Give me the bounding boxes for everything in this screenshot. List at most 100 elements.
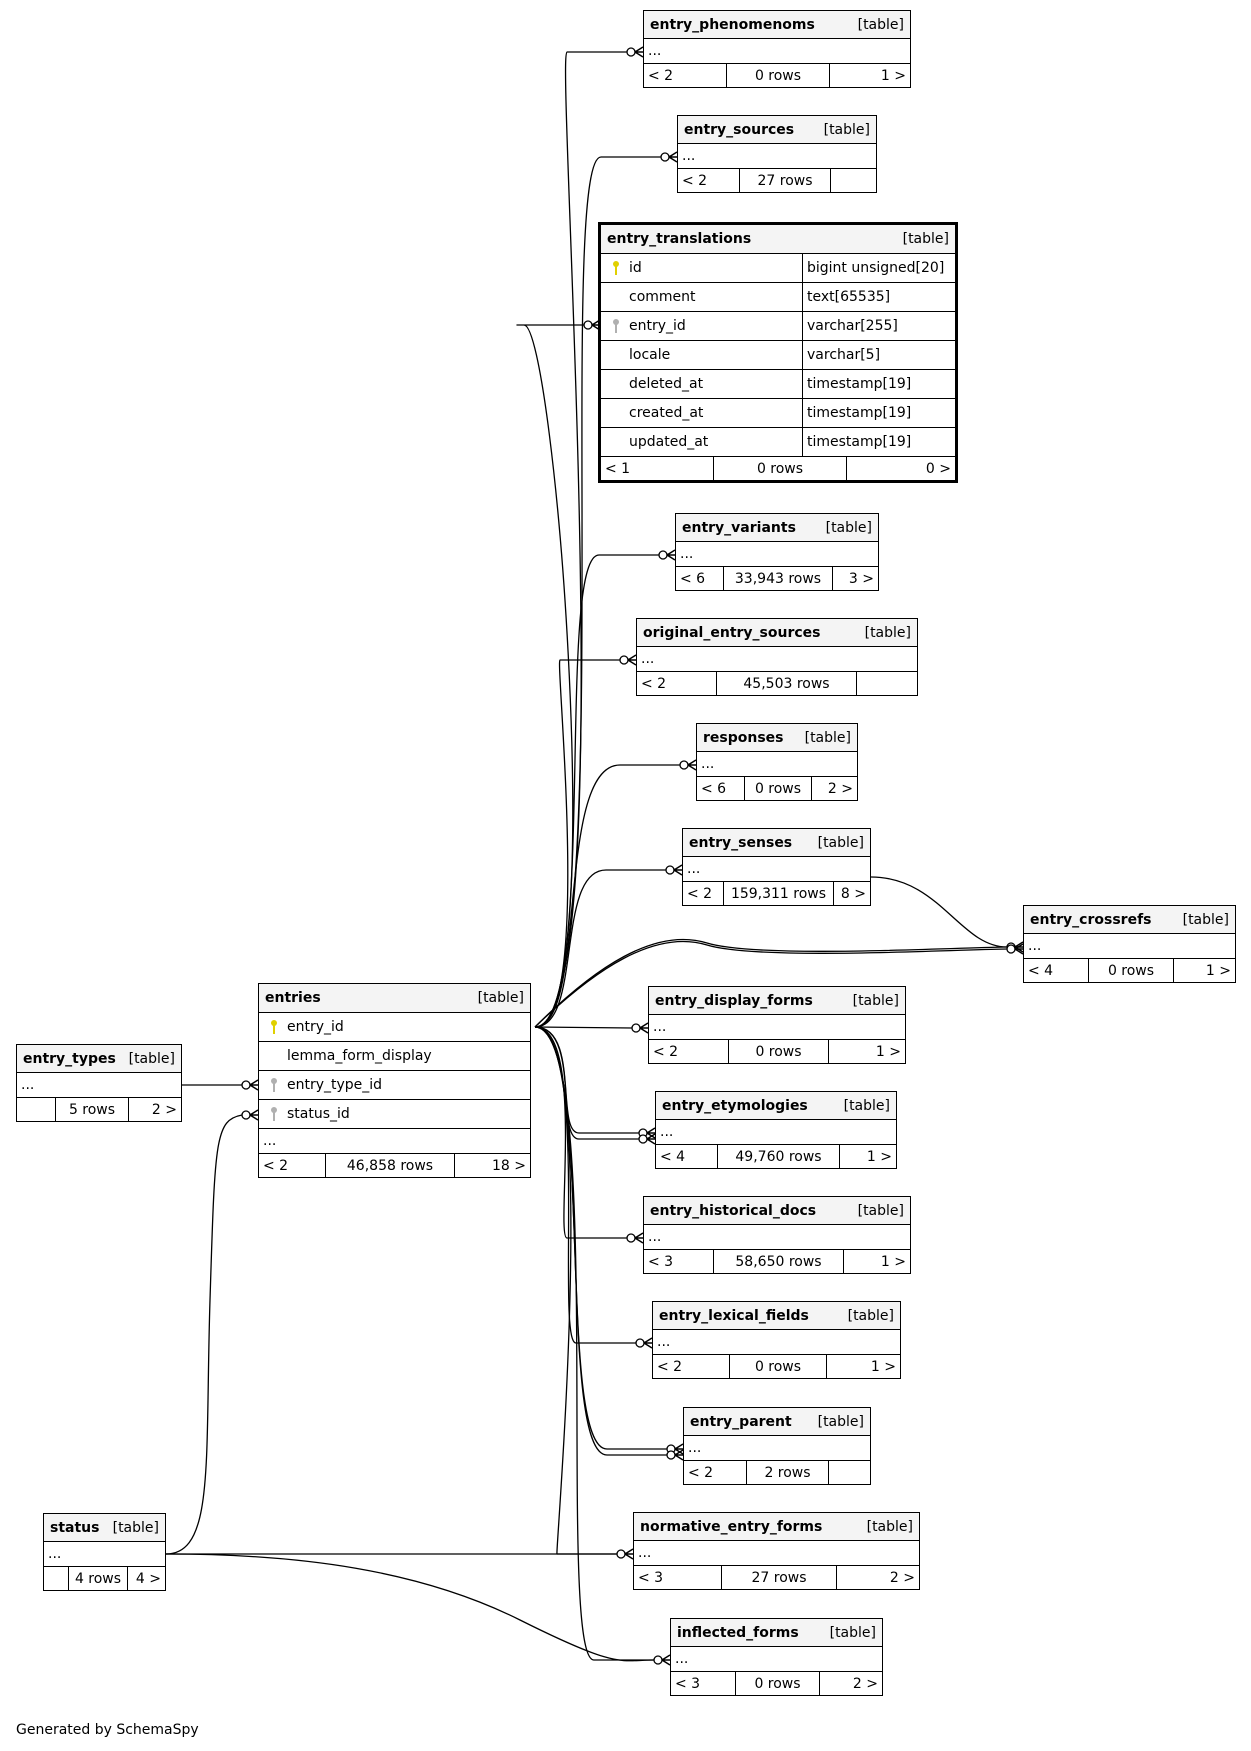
column-name: id [629,260,642,276]
table-name: entry_variants [682,519,796,536]
table-name: inflected_forms [677,1624,799,1641]
table-name: entry_display_forms [655,992,813,1009]
columns-ellipsis: ... [644,39,910,64]
children-count: 0 > [925,460,951,477]
columns-ellipsis: ... [44,1542,165,1567]
parents-count: < 6 [701,780,727,797]
children-count: 1 > [880,67,906,84]
parents-count [44,1567,68,1590]
table-name: entries [265,990,321,1006]
table-name: entry_phenomenoms [650,16,815,33]
columns-ellipsis: ... [17,1073,181,1098]
column-type: text[65535] [802,283,955,311]
table-kind: [table] [843,1097,890,1114]
columns-ellipsis: ... [683,857,870,882]
column-name: updated_at [629,434,709,450]
table-name: entry_senses [689,834,793,851]
row-count: 4 rows [68,1567,128,1590]
table-kind: [table] [817,1413,864,1430]
columns-ellipsis: ... [684,1436,870,1461]
column-name: deleted_at [629,376,704,392]
column-type: bigint unsigned[20] [802,254,955,282]
children-count: 1 > [880,1253,906,1270]
column-name: created_at [629,405,704,421]
children-count: 2 > [889,1569,915,1586]
children-count: 1 > [1205,962,1231,979]
zero-or-many-marker [241,1109,259,1121]
parents-count: < 2 [682,172,708,189]
zero-or-many-marker [665,864,683,876]
parents-count: < 3 [648,1253,674,1270]
zero-or-many-marker [653,1654,671,1666]
parents-count: < 3 [638,1569,664,1586]
table-name: entry_crossrefs [1030,911,1152,928]
relationship-line [534,1026,636,1344]
columns-ellipsis: ... [649,1015,905,1040]
children-count: 1 > [870,1358,896,1375]
relationship-line [534,1026,639,1134]
children-count: 4 > [135,1570,161,1587]
columns-ellipsis: ... [671,1647,882,1672]
children-count [829,1461,870,1484]
column-row: lemma_form_display [259,1042,530,1071]
zero-or-many-marker [679,759,697,771]
foreign-key-icon [265,1106,283,1122]
columns-ellipsis: ... [656,1120,896,1145]
zero-or-many-marker [616,1548,634,1560]
table-name: entry_types [23,1050,116,1067]
children-count: 2 > [151,1101,177,1118]
column-row: id bigint unsigned[20] [601,254,955,283]
columns-ellipsis: ... [678,144,876,169]
relationship-line [534,940,1008,1028]
table-kind: [table] [847,1307,894,1324]
row-count: 45,503 rows [716,672,857,695]
row-count: 0 rows [735,1672,820,1695]
column-type: timestamp[19] [802,370,955,398]
columns-ellipsis: ... [259,1129,530,1154]
children-count: 3 > [848,570,874,587]
column-name: status_id [287,1106,350,1122]
children-count: 18 > [492,1157,526,1174]
table-name: normative_entry_forms [640,1518,823,1535]
row-count: 0 rows [729,1355,827,1378]
zero-or-many-marker [626,1232,644,1244]
column-type: varchar[255] [802,312,955,340]
row-count: 5 rows [55,1098,129,1121]
zero-or-many-marker [241,1079,259,1091]
table-kind: [table] [864,624,911,641]
row-count: 46,858 rows [325,1154,455,1177]
parents-count: < 2 [263,1157,289,1174]
parents-count: < 2 [687,885,713,902]
table-kind: [table] [823,121,870,138]
row-count: 0 rows [1088,959,1174,982]
zero-or-many-marker [658,549,676,561]
zero-or-many-marker [619,654,637,666]
table-kind: [table] [857,16,904,33]
table-name: entry_lexical_fields [659,1307,809,1324]
table-kind: [table] [866,1518,913,1535]
table-name: responses [703,729,784,746]
table-kind: [table] [829,1624,876,1641]
table-name: entry_historical_docs [650,1202,817,1219]
column-name: entry_type_id [287,1077,383,1093]
